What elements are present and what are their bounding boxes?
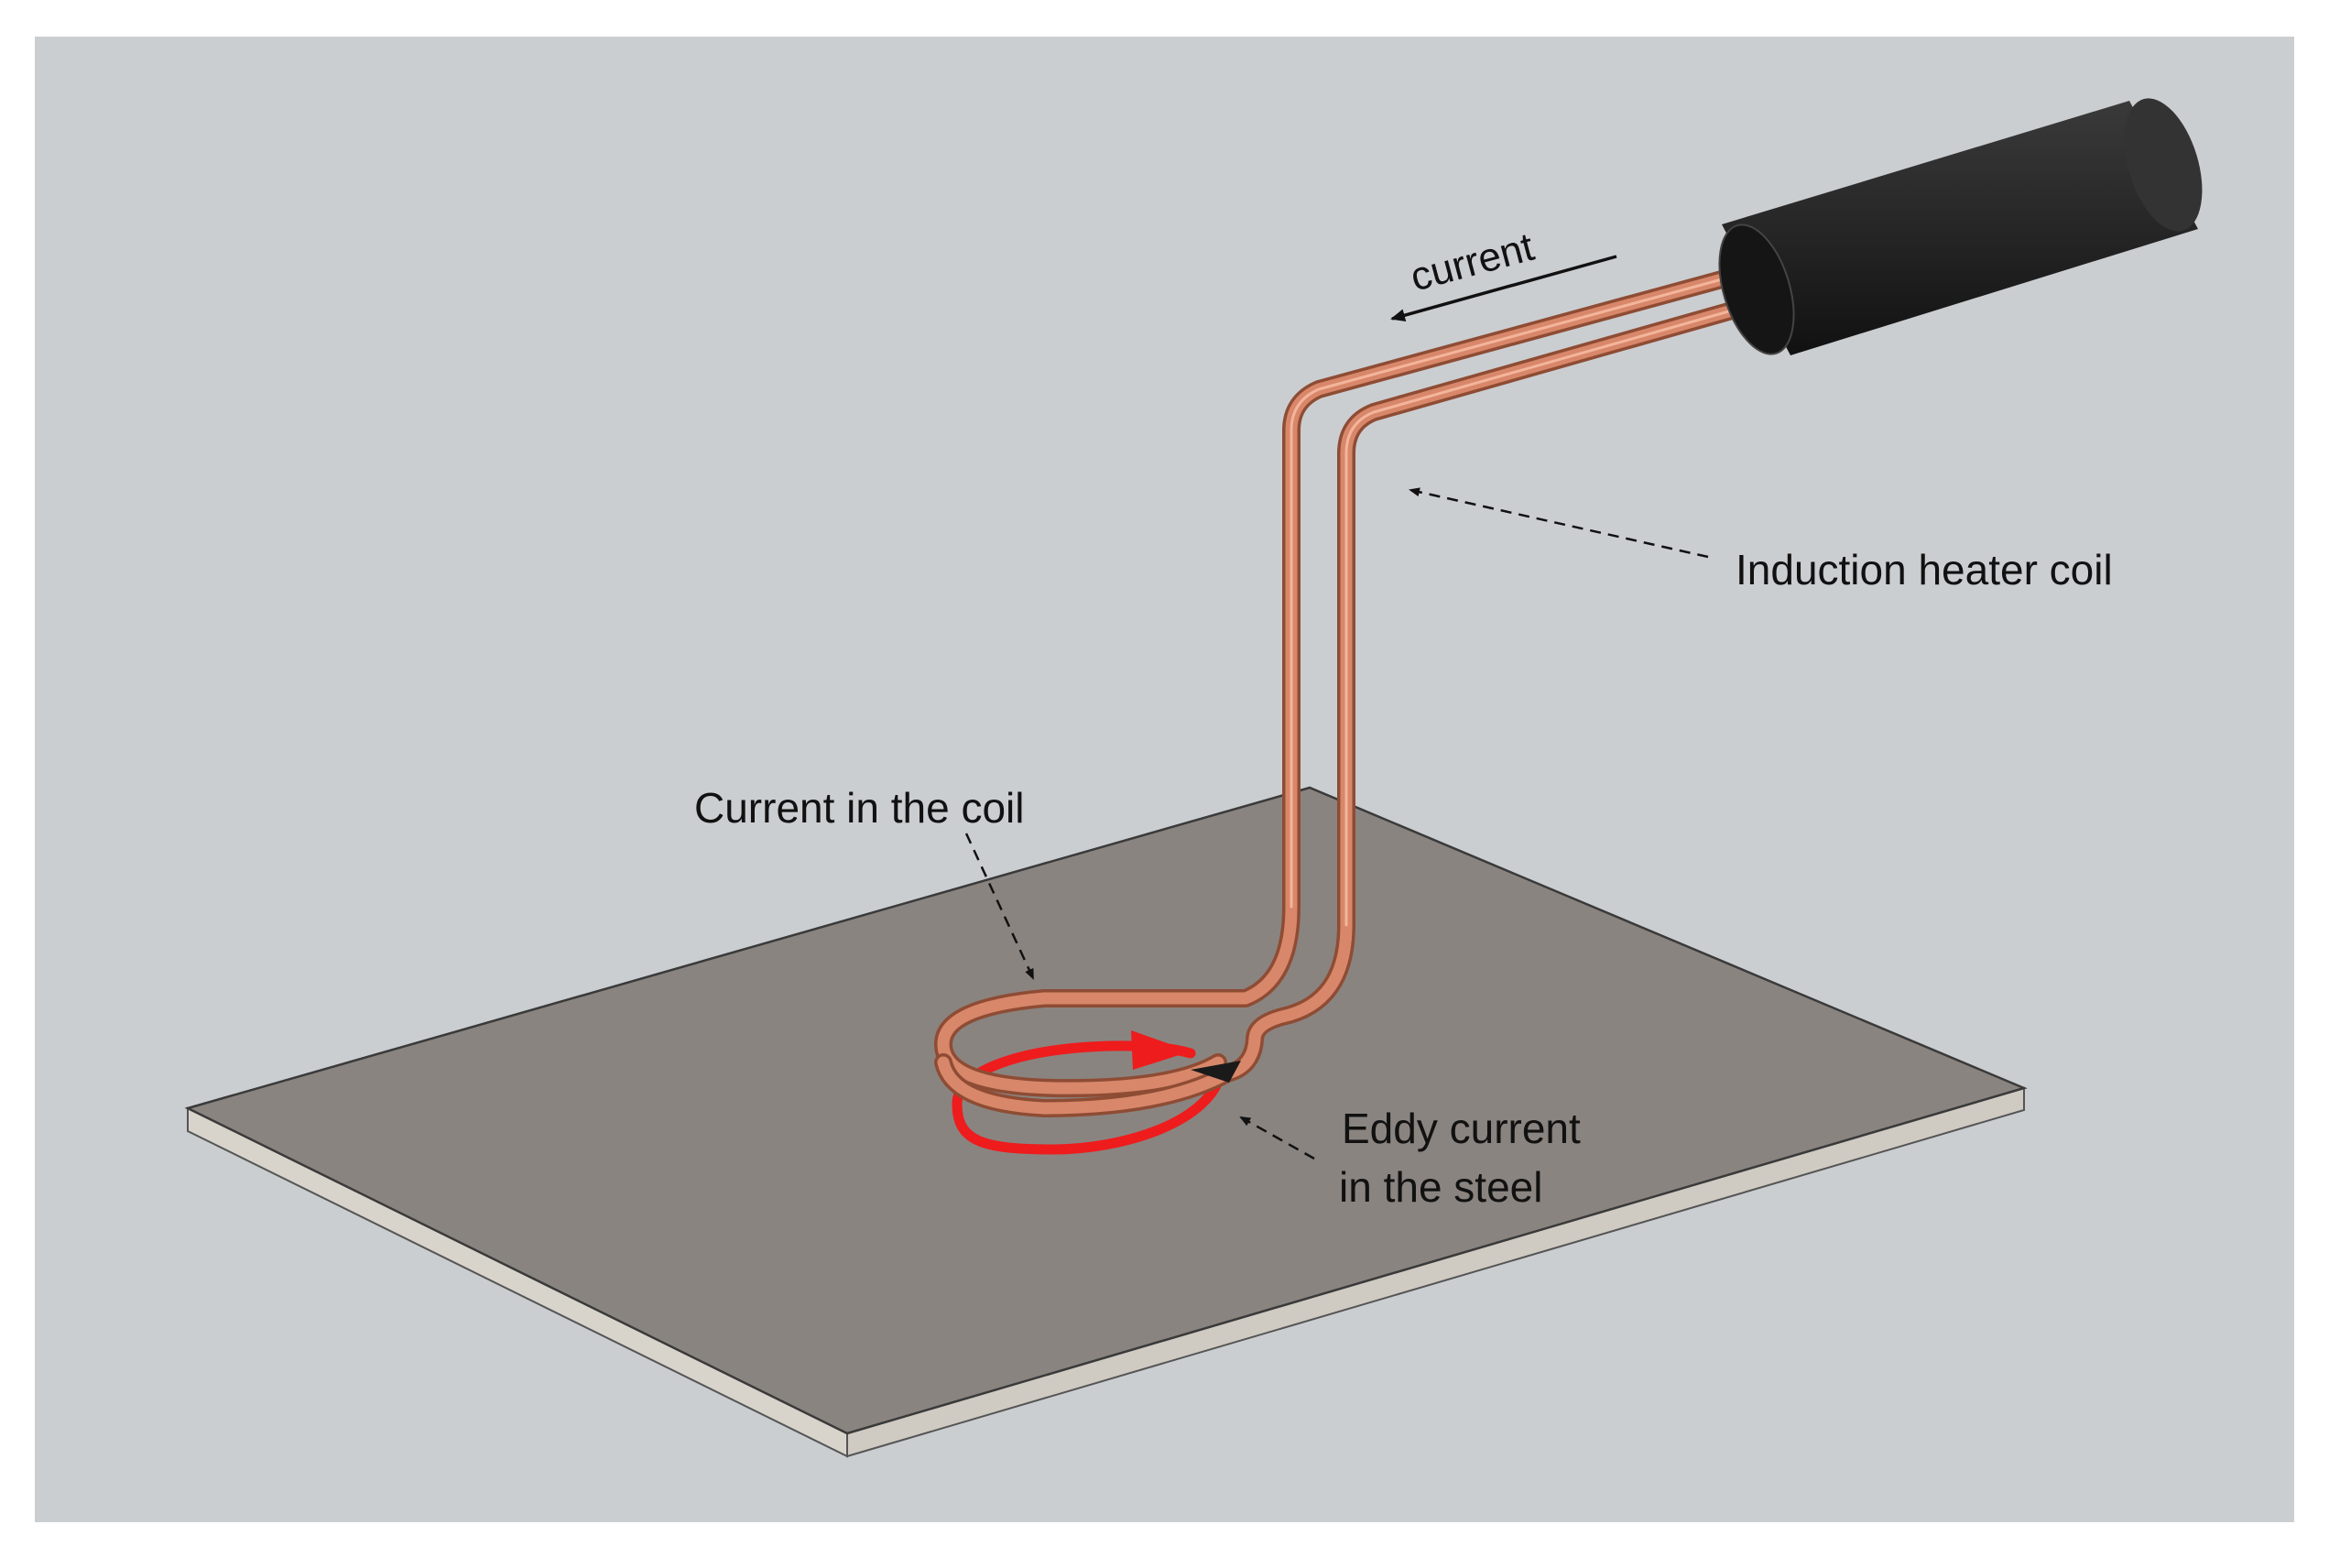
handle-front-face	[1718, 223, 1795, 355]
eddy-current-loop	[952, 1040, 1228, 1155]
eddy-current-ring	[952, 1030, 1228, 1155]
induction-heater-coil	[934, 270, 1754, 1117]
coil-handle	[1718, 98, 2203, 355]
eddy-current-leader	[1239, 1116, 1315, 1160]
coil-junction	[1191, 1061, 1241, 1083]
current-direction-arrow	[1390, 255, 1617, 322]
eddy-current-label-line2: in the steel	[1339, 1163, 1542, 1211]
induction-heater-coil-label: Induction heater coil	[1736, 546, 2113, 593]
handle-back-cap	[2124, 98, 2203, 232]
coil-current-leader	[964, 833, 1035, 980]
eddy-current-arrowhead	[1131, 1030, 1191, 1070]
induction-coil-leader	[1409, 487, 1709, 559]
current-in-coil-label: Current in the coil	[694, 784, 1025, 832]
eddy-current-label-line1: Eddy current	[1342, 1105, 1581, 1152]
handle-body	[1722, 101, 2198, 355]
